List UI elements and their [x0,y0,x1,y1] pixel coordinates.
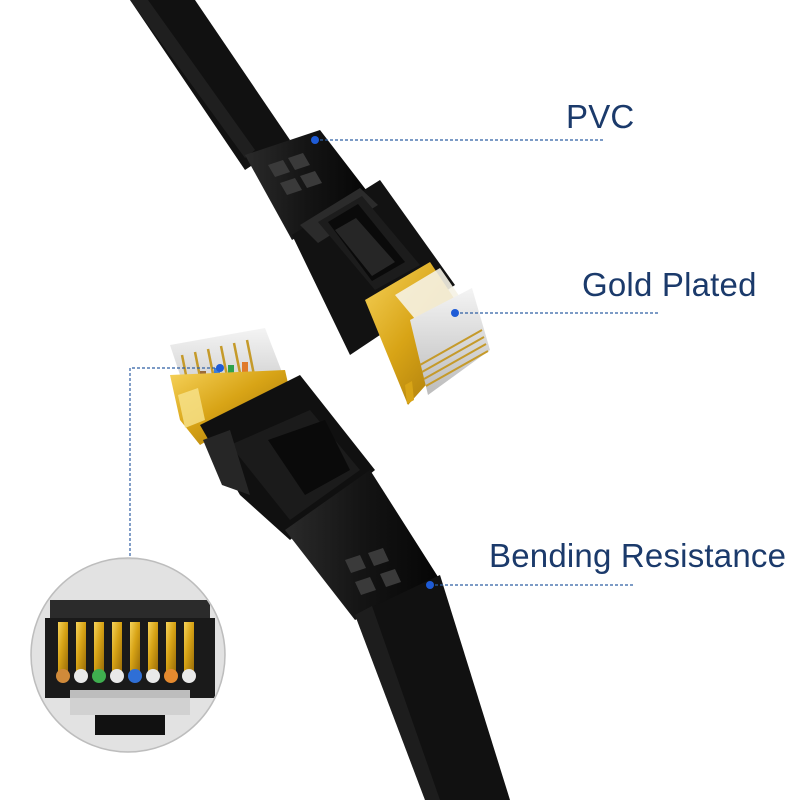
leader-dots [216,136,459,589]
callout-gold-plated-label: Gold Plated [582,266,757,303]
inset-wire-detail [30,557,226,753]
leader-lines [129,139,660,586]
upper-gold-plug [365,262,490,405]
callout-pvc-label: PVC [566,98,635,135]
callout-bending-resistance-label: Bending Resistance [489,537,787,574]
lower-flat-cable [355,575,510,800]
lower-boot [285,470,440,620]
lower-gold-plug [170,328,290,445]
upper-flat-cable [130,0,290,170]
